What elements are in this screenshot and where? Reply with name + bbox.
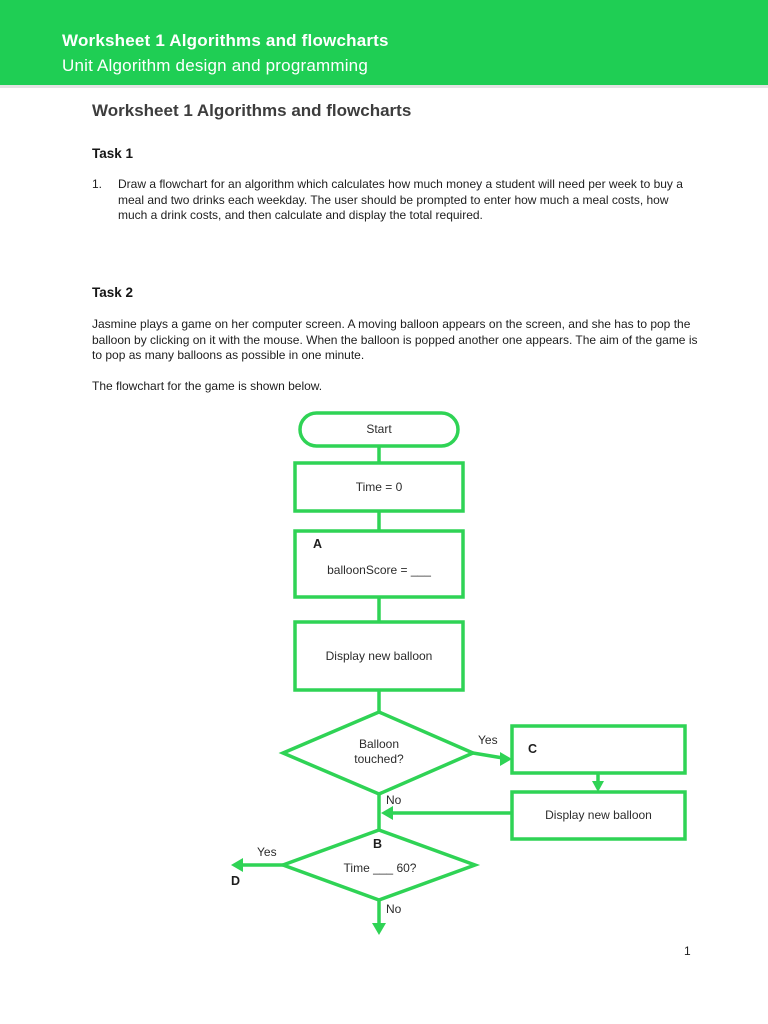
no2-arrowhead (372, 923, 386, 935)
yes1-arrowhead (500, 752, 512, 766)
c-box-shape (510, 724, 687, 775)
c-arrowhead (592, 781, 604, 792)
page-number: 1 (684, 944, 691, 958)
task1-item-number: 1. (92, 177, 103, 191)
display1-label: Display new balloon (325, 648, 433, 663)
header-title: Worksheet 1 Algorithms and flowcharts (62, 31, 389, 50)
label-d: D (231, 874, 241, 888)
task1-heading: Task 1 (92, 146, 134, 161)
document-title: Worksheet 1 Algorithms and flowcharts (92, 101, 412, 120)
no2-label: No (386, 902, 402, 916)
no1-label: No (386, 793, 402, 807)
label-b: B (373, 837, 383, 851)
decision1-label: Balloon touched? (354, 737, 404, 766)
yes2-label: Yes (257, 845, 277, 859)
display2-label: Display new balloon (545, 808, 652, 822)
decision2-label: Time ___ 60? (343, 860, 417, 875)
flowchart-caption: The flowchart for the game is shown belo… (92, 379, 323, 393)
task1-list-item: 1. Draw a flowchart for an algorithm whi… (92, 177, 686, 224)
label-c: C (528, 742, 538, 756)
yes1-arrow-line (472, 751, 504, 760)
balloonscore-label: balloonScore = ___ (327, 562, 431, 577)
header-subtitle: Unit Algorithm design and programming (62, 56, 368, 75)
task1-item-text: Draw a flowchart for an algorithm which … (118, 177, 683, 223)
task2-heading: Task 2 (92, 285, 134, 300)
yes1-label: Yes (478, 733, 498, 747)
display2-box-shape (510, 790, 687, 841)
time-init-label: Time = 0 (355, 479, 403, 494)
return-arrowhead (381, 806, 393, 820)
header-banner: Worksheet 1 Algorithms and flowcharts Un… (0, 0, 768, 88)
flowchart-canvas (231, 411, 687, 935)
start-label: Start (366, 422, 392, 436)
yes2-arrowhead (231, 858, 243, 872)
task2-intro-paragraph: Jasmine plays a game on her computer scr… (92, 317, 698, 363)
label-a: A (313, 537, 323, 551)
